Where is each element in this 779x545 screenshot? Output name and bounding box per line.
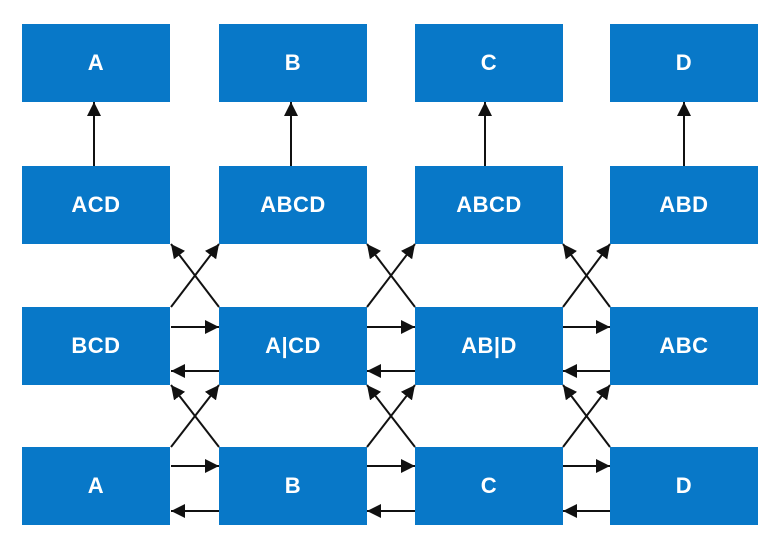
node-second-3: ABCD xyxy=(415,166,563,244)
node-top-3: C xyxy=(415,24,563,102)
node-top-1: A xyxy=(22,24,170,102)
node-top-2: B xyxy=(219,24,367,102)
node-bottom-4: D xyxy=(610,447,758,525)
node-bottom-3: C xyxy=(415,447,563,525)
cross-arrow-r4-r3-2a xyxy=(366,384,416,448)
node-third-4: ABC xyxy=(610,307,758,385)
node-third-3: AB|D xyxy=(415,307,563,385)
cross-arrow-r4-r3-1a xyxy=(170,384,220,448)
cross-arrow-r4-r3-3b xyxy=(562,384,611,448)
cross-arrow-r4-r3-2b xyxy=(366,384,416,448)
cross-arrow-r3-r2-1b xyxy=(170,243,220,308)
node-bottom-2: B xyxy=(219,447,367,525)
cross-arrow-r3-r2-2b xyxy=(366,243,416,308)
cross-arrow-r3-r2-1a xyxy=(170,243,220,308)
cross-arrow-r3-r2-3a xyxy=(562,243,611,308)
node-bottom-1: A xyxy=(22,447,170,525)
cross-arrow-r3-r2-3b xyxy=(562,243,611,308)
cross-arrow-r4-r3-3a xyxy=(562,384,611,448)
node-top-4: D xyxy=(610,24,758,102)
cross-arrow-r3-r2-2a xyxy=(366,243,416,308)
cross-arrow-r4-r3-1b xyxy=(170,384,220,448)
node-second-4: ABD xyxy=(610,166,758,244)
node-third-2: A|CD xyxy=(219,307,367,385)
node-second-1: ACD xyxy=(22,166,170,244)
node-third-1: BCD xyxy=(22,307,170,385)
node-second-2: ABCD xyxy=(219,166,367,244)
